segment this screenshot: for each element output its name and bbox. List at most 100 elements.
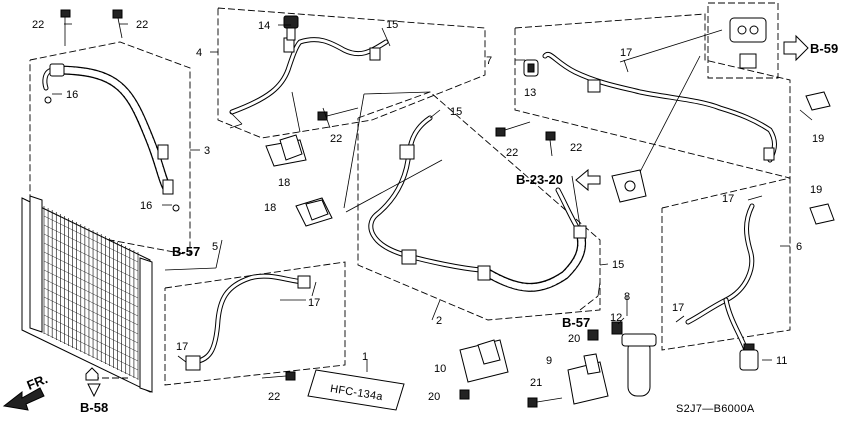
callout-17-a: 17 [620,47,632,59]
pressure-switch-12 [611,321,623,335]
condenser-tube [43,224,139,272]
ref-b58: B-58 [80,400,108,415]
callout-15-b: 15 [450,106,462,118]
suction-hose-2 [368,115,587,292]
bolt-22-right-center [495,121,531,137]
frame-group-6 [661,177,791,351]
condenser-tube [43,242,139,290]
callout-10: 10 [434,363,446,375]
callout-22-f: 22 [268,391,280,403]
refrigerant-label-1: HFC-134a [307,369,405,411]
callout-6: 6 [796,241,802,253]
leader-lines [52,23,813,372]
ref-b57-center: B-57 [562,315,590,330]
callout-16-a: 16 [66,89,78,101]
callout-19-b: 19 [810,184,822,196]
b59-arrow-icon [783,34,809,62]
bolt-22-left [60,9,71,46]
pointer-b57-lower [579,295,599,311]
b23-20-arrow-icon [575,168,601,192]
callout-22-b: 22 [136,19,148,31]
callout-18-b: 18 [264,202,276,214]
bolt-22-center [317,107,359,121]
pipe-4 [229,37,389,115]
bolt-22-upright [545,131,556,157]
pipe-7 [542,52,777,163]
callout-2: 2 [436,315,442,327]
callout-14: 14 [258,20,270,32]
pipe-5 [185,273,311,371]
callout-1: 1 [362,351,368,363]
callout-20-a: 20 [568,333,580,345]
callout-8: 8 [624,291,630,303]
callout-22-e: 22 [570,142,582,154]
bolt-21 [527,397,563,408]
pipe-clamp-18-upper [265,134,307,167]
condenser-tube [43,323,139,371]
diagram-code: S2J7—B6000A [676,403,755,415]
callout-4: 4 [196,47,202,59]
ref-b57-left: B-57 [172,244,200,259]
frame-group-7 [514,13,791,179]
condenser-tube [43,314,139,362]
condenser-tube [43,233,139,281]
callout-22-d: 22 [506,147,518,159]
condenser-tube [43,332,139,380]
condenser-tube [43,287,139,335]
condenser-tube [43,251,139,299]
frame-b59-connector [707,2,779,79]
ref-b59: B-59 [810,41,838,56]
o-ring-16-lower [172,204,180,212]
condenser-tube [43,278,139,326]
callout-15-c: 15 [612,259,624,271]
receiver-dryer-8 [621,333,657,397]
callout-9: 9 [546,355,552,367]
bracket-10 [459,339,509,383]
condenser-tube [43,269,139,317]
ref-b23-20: B-23-20 [516,172,563,187]
dryer-bracket-9 [567,353,609,405]
bolt-22-right [112,9,123,39]
callout-15-a: 15 [386,19,398,31]
callout-7: 7 [486,55,492,67]
front-arrow-icon [2,387,45,411]
callout-17-c: 17 [672,302,684,314]
condenser-tube [43,296,139,344]
clamp-19-upper [805,91,831,111]
callout-17-d: 17 [308,297,320,309]
callout-22-c: 22 [330,133,342,145]
pressure-switch-11 [739,343,759,371]
callout-18-a: 18 [278,177,290,189]
b58-arrow-icon [85,367,101,398]
callout-12: 12 [610,312,622,324]
o-ring-16-upper [44,96,52,104]
bolt-20-lower [459,389,470,400]
bolt-22-bottom [261,371,296,381]
front-label: FR. [25,371,50,393]
callout-20-b: 20 [428,391,440,403]
callout-19-a: 19 [812,133,824,145]
callout-22-a: 22 [32,19,44,31]
callout-17-b: 17 [722,193,734,205]
service-valve-14 [283,15,299,41]
pipe-6 [685,203,755,353]
b59-connector-part [729,17,767,69]
condenser-tube [43,260,139,308]
frame-group-4 [217,7,486,139]
bolt-20-upper [587,329,599,341]
callout-13: 13 [524,87,536,99]
frame-group-5 [164,261,346,386]
b23-20-bracket [611,169,647,203]
callout-3: 3 [204,145,210,157]
clamp-19-lower [809,203,835,225]
condenser [21,195,153,393]
callout-16-b: 16 [140,200,152,212]
callout-11: 11 [776,355,787,367]
service-cap-13 [523,59,539,77]
callout-5: 5 [212,241,218,253]
discharge-hose-3 [42,63,174,195]
callout-21: 21 [530,377,542,389]
condenser-tube [43,305,139,353]
callout-17-e: 17 [176,341,188,353]
